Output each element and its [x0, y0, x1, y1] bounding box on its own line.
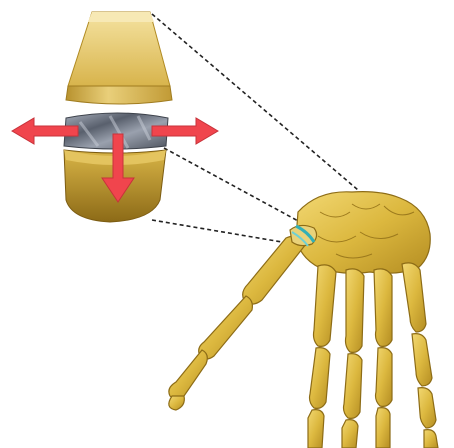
little-metacarpal	[402, 263, 426, 332]
middle-metacarpal	[346, 269, 365, 353]
index-proximal-phalanx	[310, 348, 331, 409]
ring-proximal-phalanx	[376, 348, 393, 407]
middle-middle-phalanx	[342, 420, 358, 448]
ring-middle-phalanx	[376, 408, 390, 448]
little-middle-phalanx	[418, 388, 436, 428]
thumb-metacarpal	[243, 236, 306, 304]
callout-line-top	[152, 14, 358, 190]
upper-implant-component	[66, 12, 172, 104]
thumb-distal-phalanx	[169, 350, 207, 399]
little-proximal-phalanx	[412, 334, 432, 386]
callout-line-bottom	[152, 220, 282, 242]
implant-site-highlight	[290, 225, 317, 246]
callout-line-middle	[164, 148, 300, 222]
middle-proximal-phalanx	[344, 354, 363, 419]
index-metacarpal	[314, 265, 337, 347]
ring-metacarpal	[374, 269, 392, 347]
thumb-proximal-phalanx	[199, 296, 253, 359]
index-middle-phalanx	[308, 410, 324, 448]
